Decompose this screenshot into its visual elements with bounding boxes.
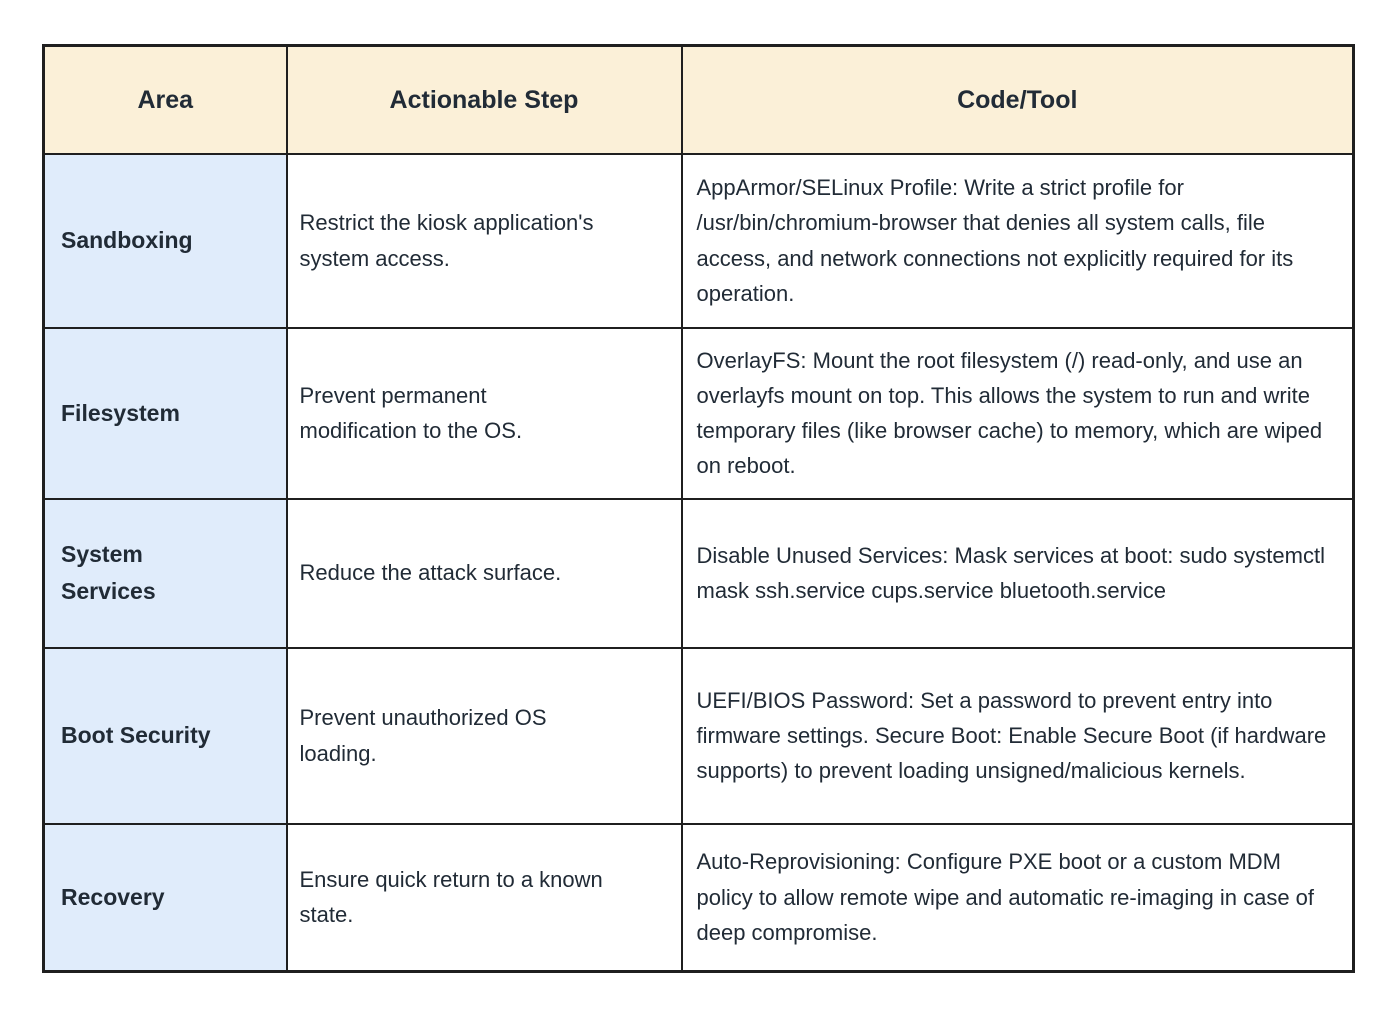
table-row: Filesystem Prevent permanent modificatio… xyxy=(42,326,1355,500)
step-text: Restrict the kiosk application's system … xyxy=(299,210,594,271)
table-row: Sandboxing Restrict the kiosk applicatio… xyxy=(42,152,1355,329)
area-label: System Services xyxy=(61,541,156,604)
area-label: Filesystem xyxy=(61,399,180,426)
column-header-actionable-step: Actionable Step xyxy=(285,44,683,155)
code-cell: OverlayFS: Mount the root filesystem (/)… xyxy=(680,326,1355,500)
area-cell: Boot Security xyxy=(42,646,288,825)
hardening-table: Area Actionable Step Code/Tool Sandboxin… xyxy=(42,44,1355,973)
area-cell: Recovery xyxy=(42,822,288,973)
area-label: Sandboxing xyxy=(61,227,193,254)
column-header-code-tool: Code/Tool xyxy=(680,44,1355,155)
step-text: Prevent permanent modification to the OS… xyxy=(299,382,523,443)
step-cell: Reduce the attack surface. xyxy=(285,497,683,649)
step-cell: Restrict the kiosk application's system … xyxy=(285,152,683,329)
area-cell: System Services xyxy=(42,497,288,649)
code-cell: AppArmor/SELinux Profile: Write a strict… xyxy=(680,152,1355,329)
column-header-area: Area xyxy=(42,44,288,155)
header-row: Area Actionable Step Code/Tool xyxy=(42,44,1355,155)
code-cell: Disable Unused Services: Mask services a… xyxy=(680,497,1355,649)
step-cell: Prevent unauthorized OS loading. xyxy=(285,646,683,825)
table-row: Recovery Ensure quick return to a known … xyxy=(42,822,1355,973)
area-cell: Filesystem xyxy=(42,326,288,500)
area-label: Recovery xyxy=(61,883,165,910)
step-cell: Ensure quick return to a known state. xyxy=(285,822,683,973)
code-cell: UEFI/BIOS Password: Set a password to pr… xyxy=(680,646,1355,825)
table-row: Boot Security Prevent unauthorized OS lo… xyxy=(42,646,1355,825)
table-row: System Services Reduce the attack surfac… xyxy=(42,497,1355,649)
code-cell: Auto-Reprovisioning: Configure PXE boot … xyxy=(680,822,1355,973)
step-text: Reduce the attack surface. xyxy=(299,560,562,586)
step-cell: Prevent permanent modification to the OS… xyxy=(285,326,683,500)
step-text: Ensure quick return to a known state. xyxy=(299,867,603,928)
area-label: Boot Security xyxy=(61,722,211,749)
area-cell: Sandboxing xyxy=(42,152,288,329)
step-text: Prevent unauthorized OS loading. xyxy=(299,705,547,766)
hardening-table-container: Area Actionable Step Code/Tool Sandboxin… xyxy=(42,44,1355,973)
